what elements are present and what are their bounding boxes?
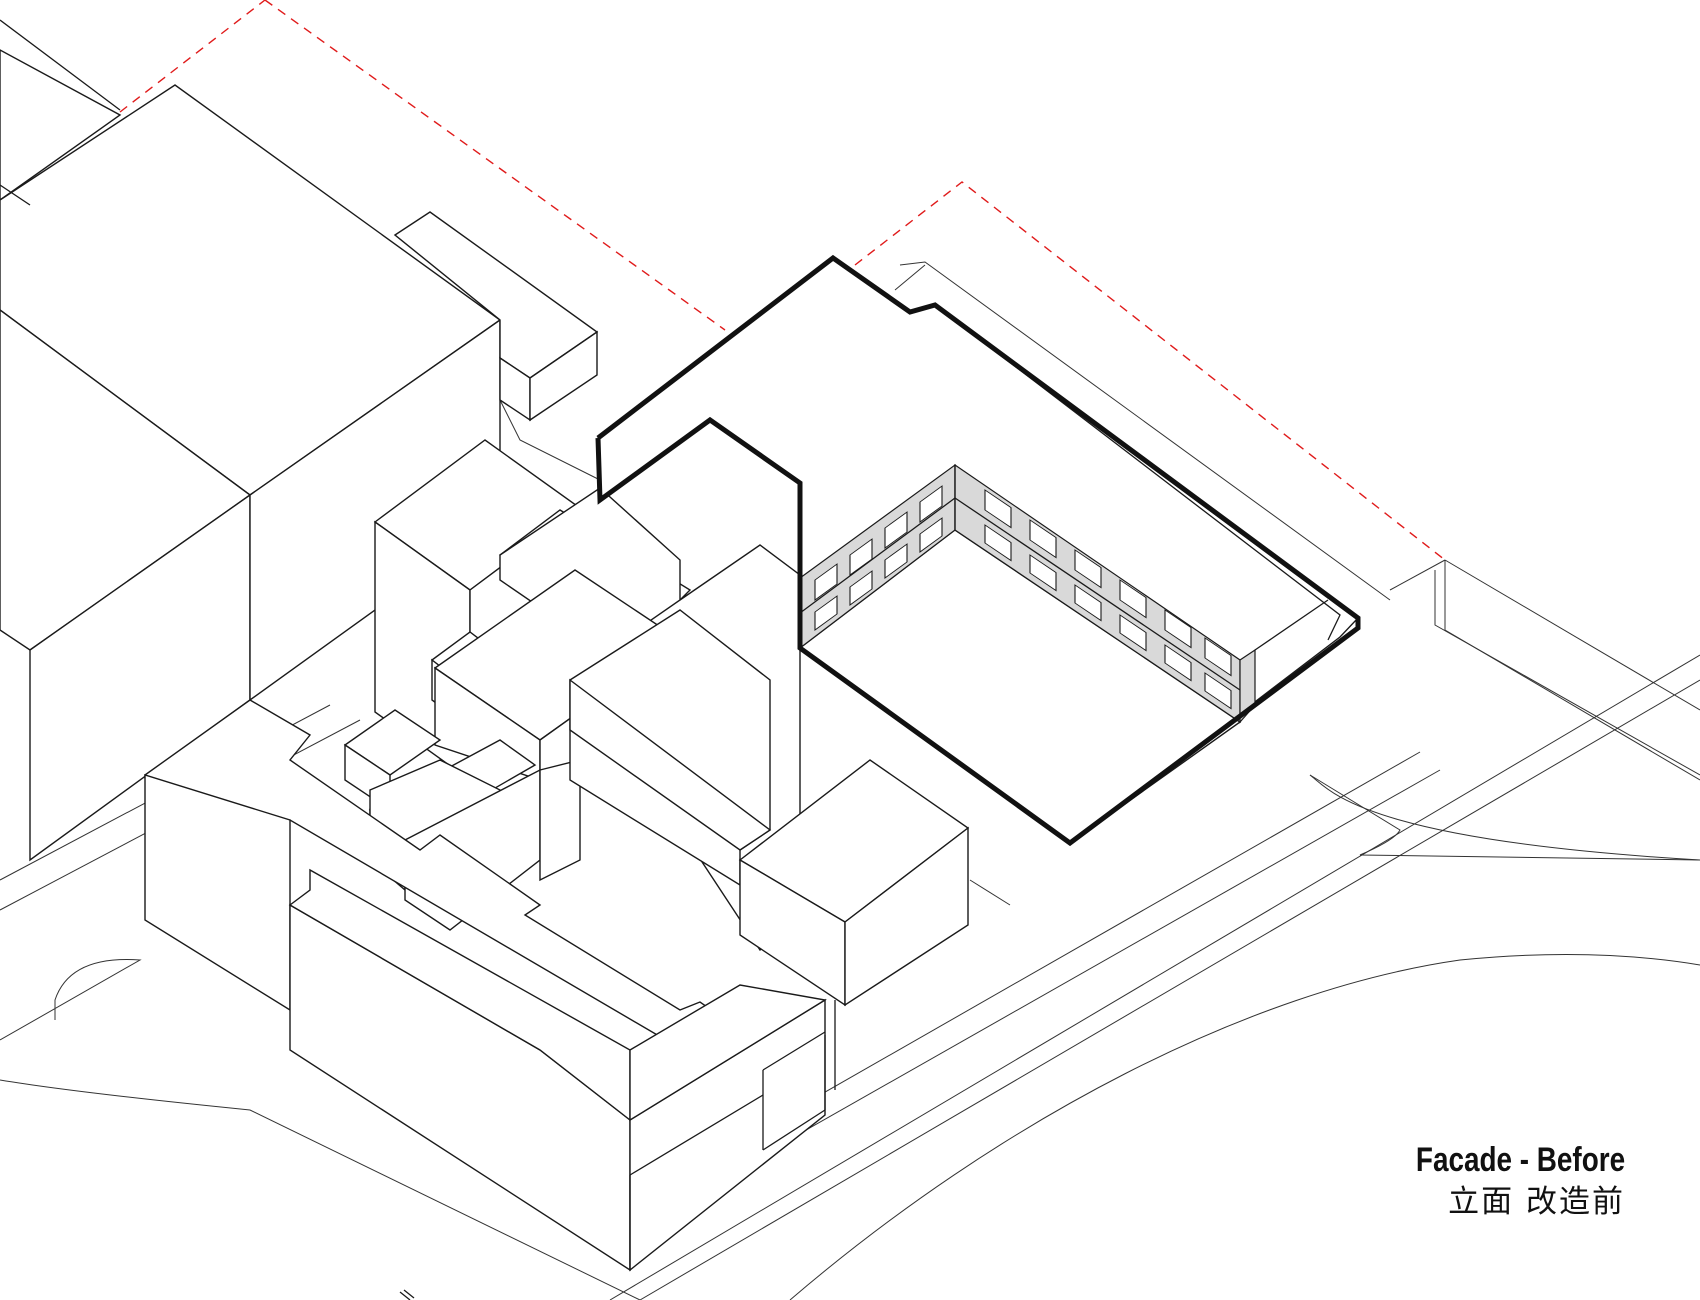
- building-center-cluster: [343, 439, 970, 1007]
- highlighted-building: [595, 254, 1361, 847]
- courtyard-windows: [814, 485, 1232, 710]
- site-boundary-line: [119, 0, 1446, 561]
- drawing-caption: Facade - Before 立面 改造前: [1370, 1140, 1625, 1224]
- building-front-block: [144, 699, 836, 1272]
- entry-marker: [399, 1289, 415, 1300]
- caption-title-cn: 立面 改造前: [1448, 1184, 1625, 1220]
- building-left-large: [0, 19, 502, 862]
- building-annex-low: [393, 211, 599, 422]
- caption-title-en: Facade - Before: [1415, 1141, 1625, 1179]
